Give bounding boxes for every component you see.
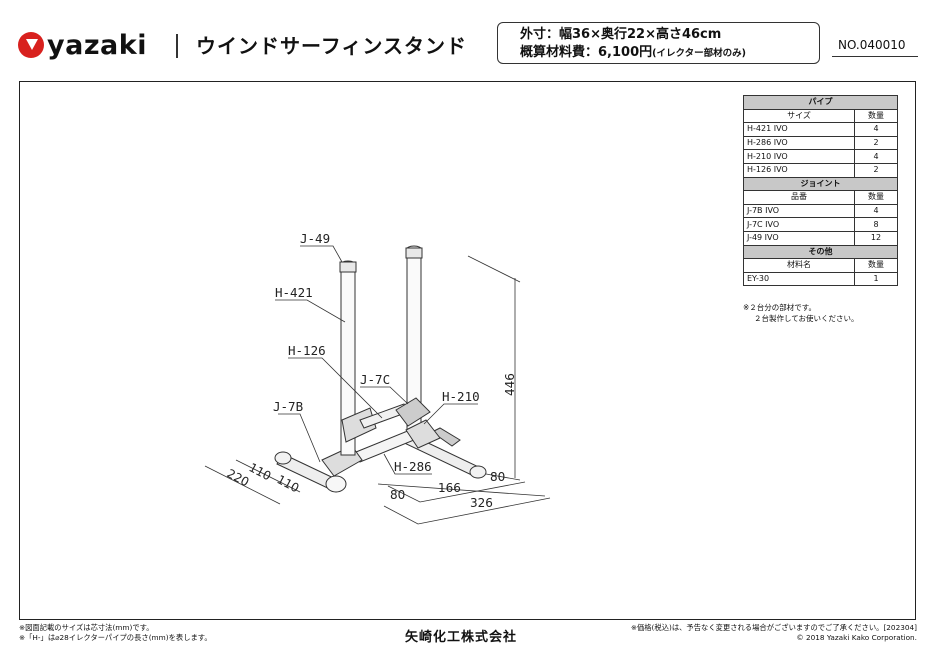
company-logo: yazaki: [18, 28, 147, 62]
document-number-underline: [832, 56, 918, 57]
dim-326: 326: [470, 496, 493, 510]
label-h126: H-126: [288, 343, 326, 358]
cross-pipe-h286: [355, 429, 415, 463]
dim-ext-bottom: [485, 473, 521, 481]
cost-note: (イレクター部材のみ): [652, 48, 746, 59]
dim-line-110: [235, 459, 301, 493]
joint-section-header: ジョイント: [743, 176, 898, 192]
leader-h210: [423, 403, 478, 425]
joint-col-qty: 数量: [854, 190, 898, 205]
front-rail-rear-cap: [274, 451, 292, 465]
pipe-qty: 4: [854, 149, 898, 164]
dimensions-spec: 外寸：幅36×奥行22×高さ46cm: [520, 27, 722, 42]
pipe-col-size: サイズ: [743, 108, 855, 124]
other-qty: 1: [854, 271, 898, 287]
company-name: 矢崎化工株式会社: [405, 630, 518, 645]
parts-note-1: ※２台分の部材です。: [743, 303, 817, 312]
label-h421: H-421: [275, 285, 313, 300]
footer-note-1: ※図面記載のサイズは芯寸法(mm)です。: [19, 623, 154, 632]
pipe-name: H-421 IVO: [743, 122, 855, 137]
leader-j7c: [360, 386, 409, 405]
pipe-section-header: パイプ: [743, 95, 898, 110]
dim-110-a: 110: [247, 460, 274, 483]
dim-166: 166: [438, 481, 461, 495]
logo-text: yazaki: [47, 29, 147, 61]
leader-j49: [300, 245, 343, 263]
joint-name: J-7C IVO: [743, 217, 855, 232]
joint-mid-left: [341, 407, 377, 443]
label-j7c: J-7C: [360, 372, 390, 387]
label-h210: H-210: [442, 389, 480, 404]
joint-qty: 4: [854, 203, 898, 219]
dim-80-a: 80: [390, 488, 405, 502]
pipe-qty: 2: [854, 162, 898, 178]
dim-80-b: 80: [490, 470, 505, 484]
pipe-qty: 2: [854, 135, 898, 151]
pipe-name: H-210 IVO: [743, 149, 855, 164]
joint-j7c: [395, 397, 431, 427]
parts-note-2: ２台製作してお使いください。: [754, 314, 859, 323]
right-upright-cap-body: [405, 247, 423, 259]
front-rail-front-cap: [325, 475, 347, 493]
dim-ext-top: [467, 255, 521, 283]
dim-line-parts: [387, 481, 526, 503]
dim-line-depth: [204, 465, 281, 505]
leader-h286: [383, 453, 432, 475]
yazaki-logo-icon: [18, 32, 44, 58]
dim-line-width: [383, 497, 551, 525]
price-note: ※価格(税込)は、予告なく変更される場合がございますのでご了承ください。[202…: [630, 623, 917, 632]
back-joint: [431, 427, 461, 447]
joint-right-lower: [405, 419, 441, 449]
pipe-name: H-286 IVO: [743, 135, 855, 151]
copyright: © 2018 Yazaki Kako Corporation.: [796, 633, 917, 642]
cost-main: 概算材料費：6,100円: [520, 45, 653, 60]
joint-qty: 8: [854, 217, 898, 232]
label-j7b: J-7B: [273, 399, 303, 414]
joint-qty: 12: [854, 230, 898, 246]
header-divider: [176, 34, 178, 58]
pipe-col-qty: 数量: [854, 108, 898, 124]
other-col-material: 材料名: [743, 258, 855, 273]
joint-name: J-49 IVO: [743, 230, 855, 246]
other-col-qty: 数量: [854, 258, 898, 273]
dim-height: 446: [503, 373, 517, 396]
upright-cap-j49-body: [339, 261, 357, 273]
footer-note-2: ※「H-」は⌀28イレクターパイプの長さ(mm)を表します。: [19, 633, 212, 642]
back-rail-end-cap: [469, 465, 487, 479]
other-name: EY-30: [743, 271, 855, 287]
spec-box: 外寸：幅36×奥行22×高さ46cm 概算材料費：6,100円(イレクター部材の…: [497, 22, 820, 64]
label-j49: J-49: [300, 231, 330, 246]
pipe-qty: 4: [854, 122, 898, 137]
joint-col-part: 品番: [743, 190, 855, 205]
label-h286: H-286: [394, 459, 432, 474]
leader-h421: [275, 299, 346, 323]
other-section-header: その他: [743, 244, 898, 260]
dim-line-326-ext: [377, 483, 546, 497]
drawing-frame: [19, 81, 916, 620]
joint-name: J-7B IVO: [743, 203, 855, 219]
leader-h126: [288, 357, 383, 419]
cost-spec: 概算材料費：6,100円(イレクター部材のみ): [520, 44, 819, 63]
pipe-name: H-126 IVO: [743, 162, 855, 178]
dim-110-b: 110: [275, 472, 302, 495]
document-number: NO.040010: [838, 38, 906, 52]
product-title: ウインドサーフィンスタンド: [196, 34, 467, 58]
leader-j7b: [278, 413, 321, 463]
